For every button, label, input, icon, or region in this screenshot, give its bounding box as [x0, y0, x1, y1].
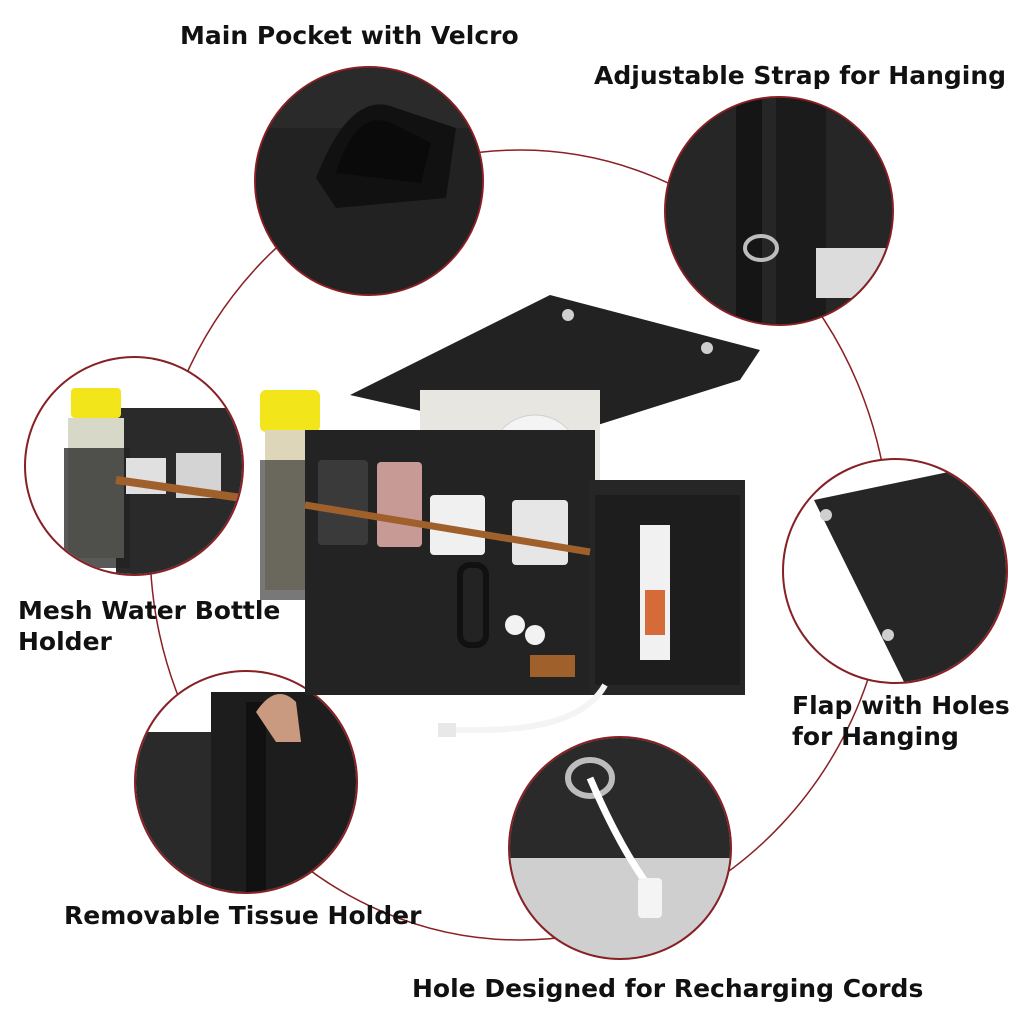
- bottle-holder-detail-image: [24, 356, 244, 576]
- tissue-holder-label: Removable Tissue Holder: [64, 901, 422, 930]
- main-pocket-detail-image: [254, 66, 484, 296]
- strap-detail-image: [664, 96, 894, 326]
- bottle-holder-label-line2: Holder: [18, 627, 112, 656]
- bottle-holder-label-line1: Mesh Water Bottle: [18, 596, 281, 625]
- bottle-holder-label: Mesh Water Bottle Holder: [18, 595, 280, 657]
- strap-label: Adjustable Strap for Hanging: [594, 61, 1007, 90]
- cord-hole-detail-image: [508, 736, 732, 960]
- cord-hole-label: Hole Designed for Recharging Cords: [412, 974, 924, 1003]
- flap-label-line1: Flap with Holes: [792, 691, 1010, 720]
- flap-label: Flap with Holes for Hanging: [792, 690, 1010, 752]
- bedside-organizer-product-image: [260, 295, 760, 737]
- flap-label-line2: for Hanging: [792, 722, 959, 751]
- flap-detail-image: [782, 458, 1008, 684]
- main-pocket-label: Main Pocket with Velcro: [180, 21, 519, 50]
- tissue-holder-detail-image: [134, 670, 358, 894]
